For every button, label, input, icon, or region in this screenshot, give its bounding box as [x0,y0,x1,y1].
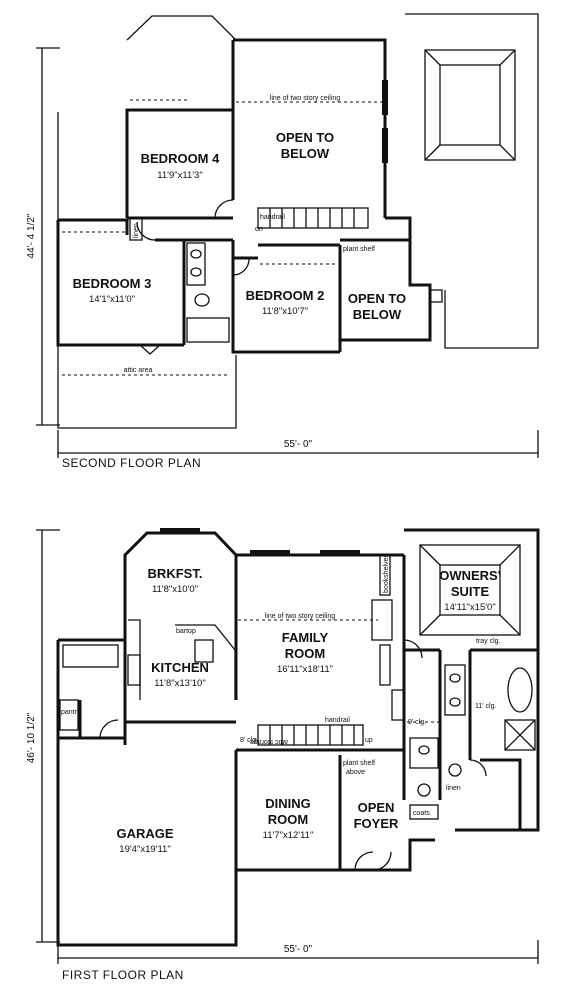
kitchen-name: KITCHEN [151,660,209,675]
second-floor-plan: 44'- 4 1/2" 55'- 0" [26,13,539,470]
bedroom4-size: 11'9"x11'3" [157,170,202,181]
bookshelves-lower [379,644,391,686]
bedroom2-size: 11'8"x10'7" [262,306,308,317]
owners-suite-line1: OWNERS' [439,568,501,583]
vanity-icon [186,242,206,286]
eleven-ft-clg-note: 11' clg. [475,703,496,710]
linen-note: linen [446,785,461,792]
plant-shelf-note: plant shelf [343,246,375,253]
open-foyer-line2: FOYER [354,816,399,831]
coats-note: coats [413,810,430,817]
kitchen-counter [175,624,236,700]
above-note: above [346,769,365,776]
bay-window [126,15,237,41]
toilet-icon [448,763,462,777]
door-swing [139,344,161,355]
pantry-note: pantry [61,709,81,716]
bathtub-icon [186,317,230,343]
family-room-line2: ROOM [285,646,325,661]
kitchen-size: 11'8"x13'10" [154,678,205,689]
bedroom3-size: 14'1"x11'0" [89,294,135,305]
two-story-ceiling-note: line of two story ceiling [270,95,341,102]
bookshelves-upper [379,554,391,596]
coats-closet [409,804,439,820]
open-to-below-1-line1: OPEN TO [276,130,334,145]
dining-room-line1: DINING [265,796,311,811]
door-swing [403,639,423,659]
sink-icon [190,267,202,277]
brkfst-size: 11'8"x10'0" [152,584,198,595]
dining-room-size: 11'7"x12'11" [263,830,314,841]
first-floor-plan: 46'- 10 1/2" 55'- 0" [26,528,540,982]
brkfst-name: BRKFST. [148,566,203,581]
door-swing [354,851,374,871]
plant-shelf-note: plant shelf [343,760,375,767]
second-floor-stairs [257,207,369,229]
door-swing [232,258,250,276]
sink-icon [449,697,461,707]
sink-icon [449,673,461,683]
sink-icon [190,249,202,259]
garage-roof-outline [405,13,539,349]
bartop-note: bartop [176,628,196,635]
bedroom2-name: BEDROOM 2 [246,288,325,303]
open-to-below-2-line2: BELOW [353,307,402,322]
door-swing [469,759,487,777]
sink-icon [418,745,430,755]
handrail-note: handrail [325,717,350,724]
open-to-below-1-line2: BELOW [281,146,330,161]
handrail-note: handrail [260,214,285,221]
bedroom3-name: BEDROOM 3 [73,276,152,291]
range-icon [127,654,141,686]
owners-vanity-icon [444,664,466,716]
nine-ft-clg-note: 9' clg. [408,719,426,726]
powder-room [409,737,439,769]
second-floor-depth-label: 44'- 4 1/2" [26,213,37,258]
second-floor-title: SECOND FLOOR PLAN [62,456,201,470]
attic-area-note: attic area [124,367,153,374]
family-room-line1: FAMILY [282,630,329,645]
open-to-below-2-line1: OPEN TO [348,291,406,306]
attic-storage-note: attic storage [250,738,288,745]
family-room-size: 16'11"x18'11" [277,664,333,675]
laundry [62,644,119,668]
bedroom4-name: BEDROOM 4 [141,151,221,166]
owners-suite-line2: SUITE [451,584,490,599]
toilet-icon [417,783,431,797]
garage-name: GARAGE [116,826,173,841]
dining-room-line2: ROOM [268,812,308,827]
second-floor-width-label: 55'- 0" [284,439,313,450]
open-foyer-line1: OPEN [358,800,395,815]
garden-tub-icon [507,667,533,713]
kitchen-counter [128,619,141,700]
door-swing [214,199,234,219]
first-floor-width-label: 55'- 0" [284,944,313,955]
dn-note: dn [255,226,263,233]
tray-ceiling [419,544,521,636]
kitchen-sink-icon [194,639,214,663]
linen-closet [129,217,143,241]
bookshelves-note: bookshelves [383,554,390,593]
owners-suite-size: 14'11"x15'0" [444,602,495,613]
door-swing [372,851,392,871]
shower-icon [504,719,536,751]
first-floor-depth-label: 46'- 10 1/2" [26,712,37,763]
up-note: up [365,737,373,744]
two-story-ceiling-note: line of two story ceiling [265,613,336,620]
linen-note: linen [133,223,140,238]
eight-ft-clg-note: 8' clg. [240,737,258,744]
pantry [59,699,79,731]
toilet-icon [194,293,210,307]
garage-size: 19'4"x19'11" [119,844,170,855]
tray-clg-note: tray clg. [476,638,501,645]
door-swing [99,719,119,739]
fireplace [371,599,393,641]
first-floor-stairs [257,724,364,746]
first-floor-title: FIRST FLOOR PLAN [62,968,184,982]
